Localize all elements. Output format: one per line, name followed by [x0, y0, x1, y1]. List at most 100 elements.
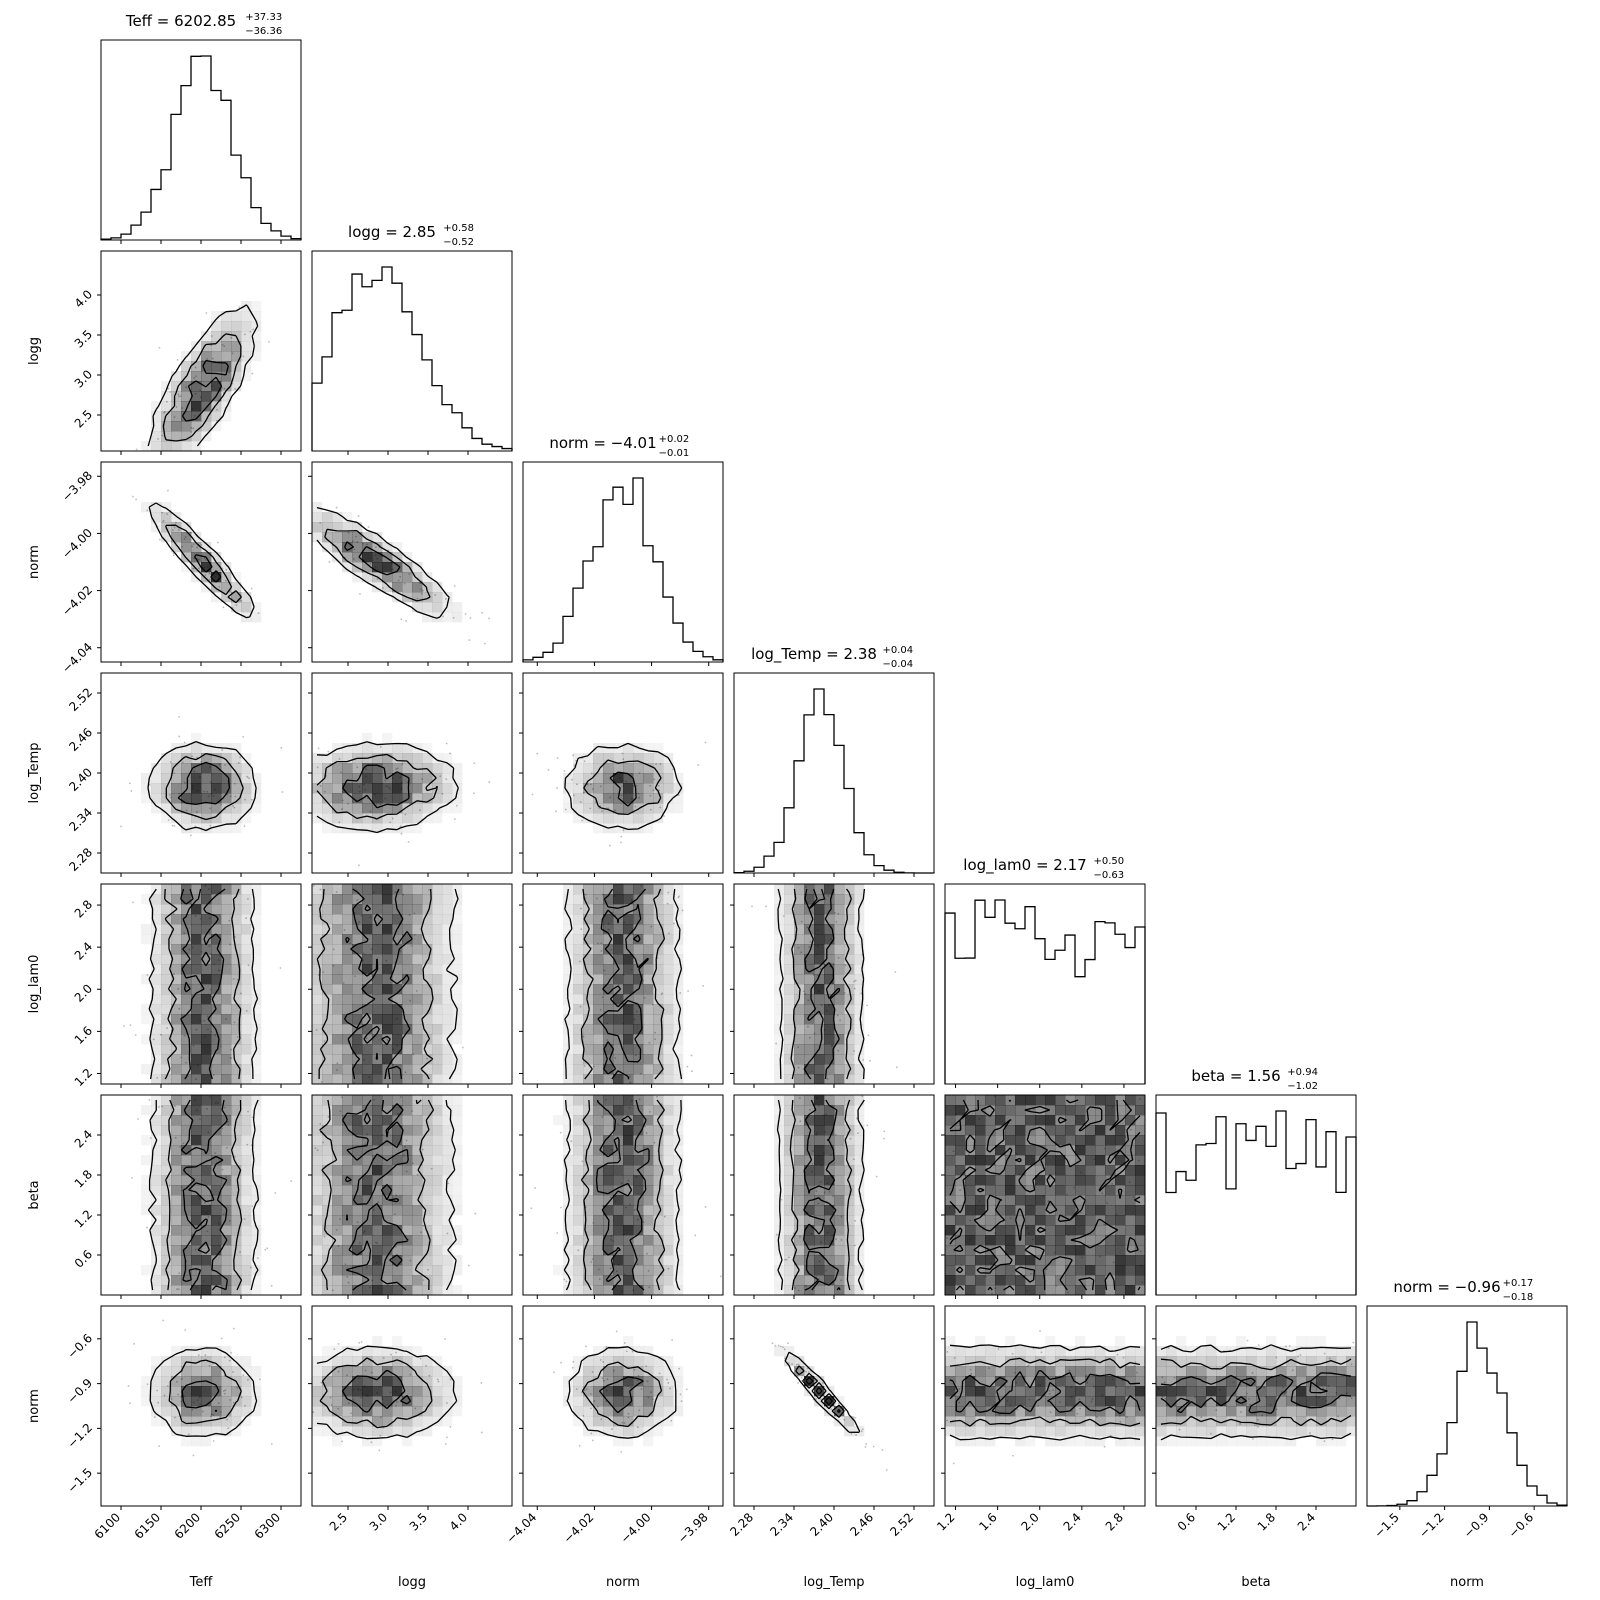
- density-bin: [201, 763, 212, 774]
- density-bin: [201, 783, 212, 794]
- density-bin: [211, 311, 222, 322]
- sample-point: [158, 1106, 160, 1108]
- density-bin: [834, 1165, 845, 1176]
- sample-point: [589, 807, 592, 810]
- density-bin: [1015, 1245, 1026, 1256]
- density-bin: [422, 1285, 433, 1296]
- density-bin: [442, 1044, 453, 1055]
- density-bin: [834, 1175, 845, 1186]
- density-bin: [673, 954, 684, 965]
- density-bin: [814, 1064, 825, 1075]
- sample-point: [564, 808, 567, 811]
- density-bin: [603, 914, 614, 925]
- density-bin: [834, 904, 845, 915]
- density-bin: [1025, 1426, 1036, 1437]
- density-bin: [382, 1285, 393, 1296]
- sample-point: [648, 1286, 651, 1289]
- density-bin: [432, 1376, 443, 1387]
- density-bin: [332, 974, 343, 985]
- density-bin: [392, 974, 403, 985]
- density-bin: [643, 1275, 654, 1286]
- density-bin: [593, 823, 604, 834]
- density-bin: [412, 1195, 423, 1206]
- density-bin: [362, 813, 373, 824]
- density-bin: [342, 1125, 353, 1136]
- density-bin: [221, 401, 232, 412]
- density-bin: [663, 1215, 674, 1226]
- density-bin: [141, 1014, 152, 1025]
- sample-point: [319, 888, 322, 891]
- density-bin: [573, 1095, 584, 1106]
- histogram-logg-1: logg = 2.85+0.58−0.52: [311, 223, 513, 455]
- density-bin: [332, 813, 343, 824]
- density-bin: [171, 401, 182, 412]
- density-bin: [402, 1135, 413, 1146]
- density-bin: [432, 1265, 443, 1276]
- sample-point: [797, 1046, 800, 1048]
- sample-point: [369, 810, 372, 813]
- density-bin: [673, 884, 684, 895]
- density-bin: [231, 914, 242, 925]
- density-bin: [342, 522, 353, 533]
- density-bin: [663, 1386, 674, 1397]
- sample-point: [531, 793, 534, 796]
- param-title-lower-error: −0.01: [659, 448, 690, 459]
- density-bin: [774, 1014, 785, 1025]
- density-bin: [322, 1115, 333, 1126]
- density-bin: [211, 934, 222, 945]
- sample-point: [836, 1014, 839, 1017]
- sample-point: [560, 1361, 563, 1364]
- histogram-step-line: [100, 55, 302, 240]
- sample-point: [178, 735, 181, 738]
- density-bin: [231, 954, 242, 965]
- density-bin: [844, 1145, 855, 1156]
- density-bin: [563, 1044, 574, 1055]
- density-bin: [945, 1285, 956, 1296]
- density-bin: [422, 924, 433, 935]
- density-bin: [191, 1014, 202, 1025]
- density-bin: [362, 1235, 373, 1246]
- sample-point: [316, 766, 319, 769]
- sample-point: [320, 1081, 323, 1083]
- density-bin: [141, 894, 152, 905]
- param-title-upper-error: +0.04: [883, 645, 914, 656]
- density-bin: [673, 1145, 684, 1156]
- density-bin: [573, 1145, 584, 1156]
- density-bin: [824, 1064, 835, 1075]
- axes-frame: [311, 461, 513, 663]
- density-bin: [402, 1215, 413, 1226]
- density-bin: [342, 743, 353, 754]
- density-bin: [161, 1115, 172, 1126]
- density-bin: [613, 753, 624, 764]
- density-bin: [623, 974, 634, 985]
- density-bin: [372, 783, 383, 794]
- density-bin: [312, 1205, 323, 1216]
- density-bin: [312, 894, 323, 905]
- density-bin: [231, 351, 242, 362]
- density-bin: [241, 1145, 252, 1156]
- density-bin: [402, 773, 413, 784]
- density-bin: [342, 1386, 353, 1397]
- sample-point: [614, 809, 617, 812]
- sample-point: [895, 1066, 898, 1069]
- density-bin: [241, 341, 252, 352]
- density-bin: [945, 1165, 956, 1176]
- density-bin: [141, 1185, 152, 1196]
- sample-point: [797, 1066, 800, 1069]
- density-bin: [1105, 1115, 1116, 1126]
- density-bin: [1135, 1436, 1146, 1447]
- density-bin: [221, 1265, 232, 1276]
- density-bin: [241, 1255, 252, 1266]
- density-bin: [583, 803, 594, 814]
- density-bin: [834, 974, 845, 985]
- density-bin: [663, 1135, 674, 1146]
- density-bin: [432, 1135, 443, 1146]
- density-bin: [161, 1155, 172, 1166]
- sample-point: [483, 642, 486, 645]
- density-bin: [573, 1115, 584, 1126]
- density-bin: [251, 1135, 262, 1146]
- density-bin: [583, 914, 594, 925]
- density-bin: [322, 793, 333, 804]
- density-bin: [643, 813, 654, 824]
- density-bin: [1025, 1225, 1036, 1236]
